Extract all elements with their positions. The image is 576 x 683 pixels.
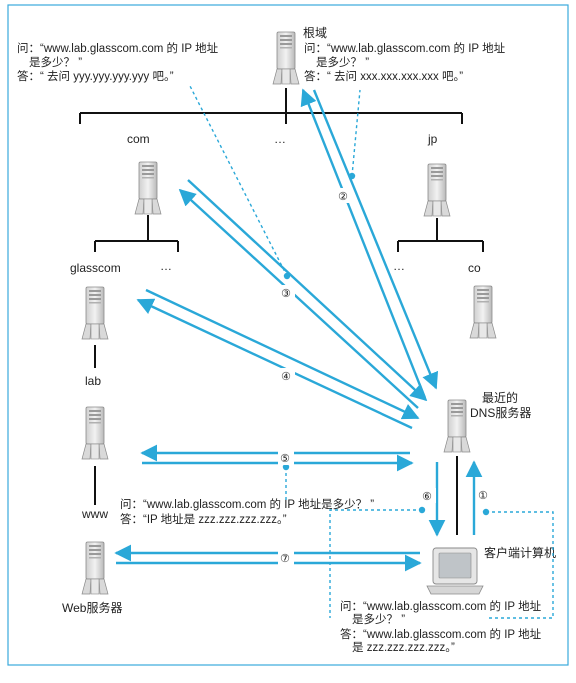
- step-5: ⑤: [280, 453, 290, 465]
- glasscom-server-icon: [81, 286, 109, 340]
- svg-text:问：“www.lab.glasscom.com 的 IP 地: 问：“www.lab.glasscom.com 的 IP 地址是多少？ ”: [120, 497, 374, 511]
- web-server-label: Web服务器: [62, 600, 122, 615]
- svg-text:是多少？ ”: 是多少？ ”: [316, 55, 369, 69]
- left-root-dialog: 问：“www.lab.glasscom.com 的 IP 地址 是多少？ ” 答…: [17, 41, 219, 83]
- nearest-dns-label-1: 最近的: [482, 390, 518, 405]
- step-1: ①: [478, 490, 488, 502]
- www-label: www: [81, 507, 108, 521]
- step-3: ③: [281, 288, 291, 300]
- query-arrows: [114, 88, 483, 572]
- svg-text:答：“IP 地址是 zzz.zzz.zzz.zzz。”: 答：“IP 地址是 zzz.zzz.zzz.zzz。”: [120, 512, 287, 526]
- step-7: ⑦: [280, 553, 290, 565]
- www-dialog: 问：“www.lab.glasscom.com 的 IP 地址是多少？ ” 答：…: [120, 497, 374, 526]
- jp-ellipsis-label: …: [393, 259, 405, 273]
- glasscom-label: glasscom: [70, 261, 121, 275]
- dashed-callouts: [189, 85, 554, 619]
- root-label: 根域: [303, 26, 327, 40]
- nearest-dns-server-icon: [443, 399, 471, 453]
- svg-text:是多少？ ”: 是多少？ ”: [29, 55, 82, 69]
- com-label: com: [127, 132, 150, 146]
- step-4: ④: [281, 371, 291, 383]
- right-root-dialog: 问：“www.lab.glasscom.com 的 IP 地址 是多少？ ” 答…: [304, 41, 506, 83]
- svg-text:问：“www.lab.glasscom.com 的 IP 地: 问：“www.lab.glasscom.com 的 IP 地址: [17, 41, 219, 55]
- svg-text:是 zzz.zzz.zzz.zzz。”: 是 zzz.zzz.zzz.zzz。”: [352, 641, 455, 654]
- co-label: co: [468, 261, 481, 275]
- svg-text:是多少？ ”: 是多少？ ”: [352, 612, 405, 626]
- lab-server-icon: [81, 406, 109, 460]
- tree-lines: [79, 88, 484, 535]
- client-dialog: 问：“www.lab.glasscom.com 的 IP 地址 是多少？ ” 答…: [340, 599, 542, 654]
- step-2: ②: [338, 191, 348, 203]
- nearest-dns-label-2: DNS服务器: [470, 405, 531, 420]
- jp-server-icon: [423, 163, 451, 217]
- jp-label: jp: [427, 132, 438, 146]
- com-ellipsis-label: …: [160, 259, 172, 273]
- svg-text:问：“www.lab.glasscom.com 的 IP 地: 问：“www.lab.glasscom.com 的 IP 地址: [340, 599, 542, 613]
- step-numbers: ① ② ③ ④ ⑤ ⑥ ⑦: [278, 188, 492, 565]
- svg-text:问：“www.lab.glasscom.com 的 IP 地: 问：“www.lab.glasscom.com 的 IP 地址: [304, 41, 506, 55]
- step-6: ⑥: [422, 491, 432, 503]
- co-server-icon: [469, 285, 497, 339]
- outer-frame: [7, 4, 569, 666]
- svg-text:答：“ 去问 yyy.yyy.yyy.yyy 吧。”: 答：“ 去问 yyy.yyy.yyy.yyy 吧。”: [17, 69, 174, 83]
- svg-text:答：“ 去问 xxx.xxx.xxx.xxx 吧。”: 答：“ 去问 xxx.xxx.xxx.xxx 吧。”: [304, 69, 463, 83]
- com-server-icon: [134, 161, 162, 215]
- top-ellipsis-label: …: [274, 132, 286, 146]
- client-label: 客户端计算机: [484, 545, 556, 560]
- web-server-icon: [81, 541, 109, 595]
- root-server-icon: [272, 31, 300, 85]
- lab-label: lab: [85, 374, 101, 388]
- svg-text:答：“www.lab.glasscom.com 的 IP 地: 答：“www.lab.glasscom.com 的 IP 地址: [340, 627, 542, 641]
- client-computer-icon: [426, 547, 484, 595]
